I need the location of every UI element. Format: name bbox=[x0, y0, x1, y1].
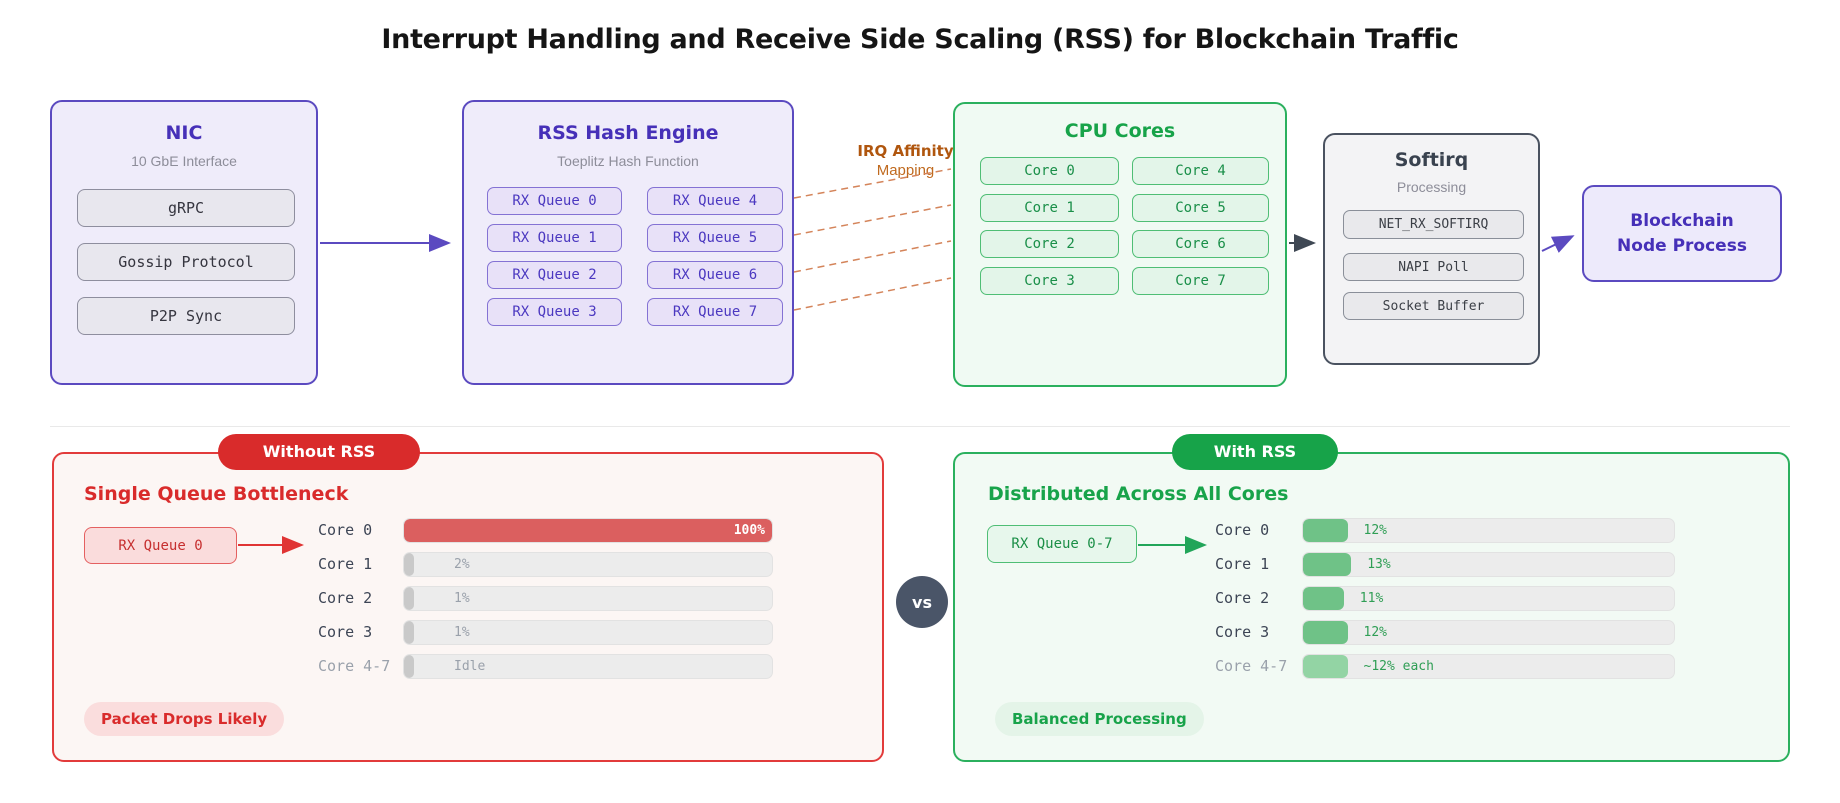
bar-value: Idle bbox=[454, 659, 486, 674]
with-rss-heading: Distributed Across All Cores bbox=[988, 483, 1289, 505]
core-row-label: Core 2 bbox=[318, 589, 373, 607]
core-row-label: Core 0 bbox=[1215, 521, 1270, 539]
bar-value: 1% bbox=[454, 625, 470, 640]
rx-queue-chip: RX Queue 6 bbox=[647, 261, 783, 289]
bar-value: 2% bbox=[454, 557, 470, 572]
cpu-usage-bar-core3: 1% bbox=[403, 620, 773, 645]
irq-mapping-line bbox=[793, 240, 952, 273]
rx-queue-chip: RX Queue 1 bbox=[487, 224, 622, 252]
core-chip: Core 2 bbox=[980, 230, 1119, 258]
core-row-label: Core 1 bbox=[1215, 555, 1270, 573]
cpu-usage-bar-core4-7: ~12% each bbox=[1302, 654, 1675, 679]
without-rss-heading: Single Queue Bottleneck bbox=[84, 483, 349, 505]
core-row-label: Core 0 bbox=[318, 521, 373, 539]
core-row-label: Core 3 bbox=[318, 623, 373, 641]
balanced-processing-pill: Balanced Processing bbox=[995, 702, 1204, 736]
cpu-usage-bar-core2: 11% bbox=[1302, 586, 1675, 611]
core-row-label: Core 4-7 bbox=[318, 657, 391, 675]
rx-queue-chip: RX Queue 4 bbox=[647, 187, 783, 215]
rx-queue-0-7-chip: RX Queue 0-7 bbox=[987, 525, 1137, 563]
softirq-box: Softirq Processing NET_RX_SOFTIRQ NAPI P… bbox=[1323, 133, 1540, 365]
cpu-usage-bar-core1: 2% bbox=[403, 552, 773, 577]
rss-hash-engine-box: RSS Hash Engine Toeplitz Hash Function R… bbox=[462, 100, 794, 385]
nic-box: NIC 10 GbE Interface gRPC Gossip Protoco… bbox=[50, 100, 318, 385]
softirq-stage-chip: NET_RX_SOFTIRQ bbox=[1343, 210, 1524, 239]
nic-protocol-chip: Gossip Protocol bbox=[77, 243, 295, 281]
core-row-label: Core 1 bbox=[318, 555, 373, 573]
core-chip: Core 5 bbox=[1132, 194, 1269, 222]
rss-title: RSS Hash Engine bbox=[537, 122, 719, 144]
section-divider bbox=[50, 426, 1790, 427]
irq-mapping-line bbox=[793, 204, 952, 236]
node-label-line2: Node Process bbox=[1617, 235, 1747, 256]
rss-subtitle: Toeplitz Hash Function bbox=[557, 153, 699, 169]
rx-queue-chip: RX Queue 5 bbox=[647, 224, 783, 252]
bar-value: 13% bbox=[1367, 557, 1391, 572]
with-rss-badge: With RSS bbox=[1172, 434, 1338, 470]
rx-queue-chip: RX Queue 0 bbox=[487, 187, 622, 215]
softirq-title: Softirq bbox=[1394, 149, 1469, 171]
core-chip: Core 1 bbox=[980, 194, 1119, 222]
core-row-label: Core 2 bbox=[1215, 589, 1270, 607]
bar-value: 100% bbox=[733, 523, 765, 538]
rx-queue-0-chip: RX Queue 0 bbox=[84, 527, 237, 564]
bar-value: ~12% each bbox=[1363, 659, 1434, 674]
softirq-stage-chip: NAPI Poll bbox=[1343, 253, 1524, 281]
node-label-line1: Blockchain bbox=[1630, 210, 1734, 231]
core-chip: Core 7 bbox=[1132, 267, 1269, 295]
cpu-cores-box: CPU Cores Core 0 Core 1 Core 2 Core 3 Co… bbox=[953, 102, 1287, 387]
bar-value: 12% bbox=[1363, 625, 1387, 640]
core-chip: Core 4 bbox=[1132, 157, 1269, 185]
packet-drops-pill: Packet Drops Likely bbox=[84, 702, 285, 736]
nic-title: NIC bbox=[165, 122, 203, 144]
nic-protocol-chip: gRPC bbox=[77, 189, 295, 227]
bar-value: 1% bbox=[454, 591, 470, 606]
without-rss-badge: Without RSS bbox=[218, 434, 420, 470]
core-row-label: Core 4-7 bbox=[1215, 657, 1288, 675]
cpu-title: CPU Cores bbox=[1064, 120, 1176, 142]
irq-mapping-line bbox=[793, 277, 952, 311]
cpu-usage-bar-core0: 100% bbox=[403, 518, 773, 543]
nic-protocol-chip: P2P Sync bbox=[77, 297, 295, 335]
rx-queue-chip: RX Queue 3 bbox=[487, 298, 622, 326]
cpu-usage-bar-core0: 12% bbox=[1302, 518, 1675, 543]
softirq-subtitle: Processing bbox=[1396, 179, 1467, 195]
rx-queue-chip: RX Queue 2 bbox=[487, 261, 622, 289]
arrow-softirq-to-node bbox=[1541, 235, 1575, 253]
softirq-stage-chip: Socket Buffer bbox=[1343, 292, 1524, 320]
core-row-label: Core 3 bbox=[1215, 623, 1270, 641]
vs-badge: vs bbox=[896, 576, 948, 628]
cpu-usage-bar-core2: 1% bbox=[403, 586, 773, 611]
core-chip: Core 6 bbox=[1132, 230, 1269, 258]
core-chip: Core 0 bbox=[980, 157, 1119, 185]
cpu-usage-bar-core1: 13% bbox=[1302, 552, 1675, 577]
bar-value: 11% bbox=[1359, 591, 1384, 606]
bar-value: 12% bbox=[1363, 523, 1387, 538]
nic-subtitle: 10 GbE Interface bbox=[131, 153, 237, 169]
rx-queue-chip: RX Queue 7 bbox=[647, 298, 783, 326]
cpu-usage-bar-core4-7: Idle bbox=[403, 654, 773, 679]
core-chip: Core 3 bbox=[980, 267, 1119, 295]
cpu-usage-bar-core3: 12% bbox=[1302, 620, 1675, 645]
page-title: Interrupt Handling and Receive Side Scal… bbox=[381, 24, 1459, 55]
blockchain-node-box: Blockchain Node Process bbox=[1582, 185, 1782, 282]
